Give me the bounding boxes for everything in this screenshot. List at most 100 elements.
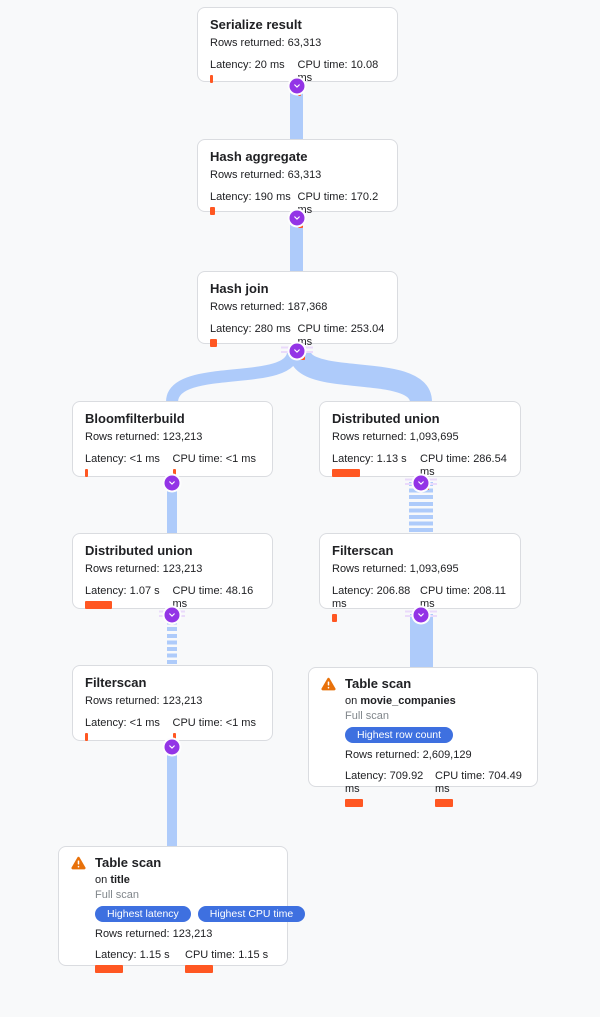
chevron-down-icon [418,613,424,617]
metrics: Latency: 1.07 s CPU time: 48.16 ms [85,585,260,622]
edge-distributed-union-to-filterscan-right [409,482,433,534]
expand-toggle-distributed-union-left[interactable] [164,607,180,623]
cpu-metric: CPU time: <1 ms [172,453,261,477]
metrics: Latency: 1.15 s CPU time: 1.15 s [95,949,275,973]
node-header: Table scan [321,676,525,692]
rows-returned: Rows returned: 123,213 [85,563,203,575]
node-title: Bloomfilterbuild [85,411,185,426]
latency-bar [332,469,360,477]
latency-bar [345,799,363,807]
plan-node-filterscan-right[interactable]: Filterscan Rows returned: 1,093,695 Late… [319,533,521,622]
latency-label: Latency: 1.13 s [332,453,407,465]
rows-returned: Rows returned: 63,313 [210,37,322,49]
cpu-metric: CPU time: 10.08 ms [297,59,386,96]
warning-icon [321,677,336,691]
badge-highest-row-count: Highest row count [345,727,454,743]
chevron-down-icon [294,216,300,220]
cpu-bar [172,469,176,477]
latency-bar [85,469,88,477]
latency-metric: Latency: 1.13 s [332,453,420,490]
metrics: Latency: 20 ms CPU time: 10.08 ms [210,59,385,96]
node-title: Serialize result [210,17,302,32]
latency-bar [85,601,112,609]
badges: Highest row count [345,727,525,743]
cpu-label: CPU time: 48.16 ms [172,585,254,610]
latency-label: Latency: 1.07 s [85,585,160,597]
node-header: Table scan [71,855,275,871]
expand-toggle-filterscan-right[interactable] [413,607,429,623]
expand-toggle-hash-join[interactable] [289,343,305,359]
metrics: Latency: 1.13 s CPU time: 286.54 ms [332,453,508,490]
latency-metric: Latency: 190 ms [210,191,298,228]
cpu-metric: CPU time: 48.16 ms [172,585,261,622]
expand-toggle-bloomfilterbuild[interactable] [164,475,180,491]
chevron-down-icon [418,481,424,485]
chevron-down-icon [294,349,300,353]
badge-highest-latency: Highest latency [95,906,191,922]
cpu-bar [172,733,176,741]
latency-metric: Latency: <1 ms [85,717,173,741]
rows-returned: Rows returned: 123,213 [85,695,203,707]
latency-metric: Latency: 206.88 ms [332,585,420,622]
latency-bar [332,614,337,622]
plan-node-table-scan-title[interactable]: Table scan on title Full scan Highest la… [58,846,306,973]
expand-toggle-serialize-result[interactable] [289,78,305,94]
cpu-bar [435,799,453,807]
metrics: Latency: <1 ms CPU time: <1 ms [85,453,260,477]
latency-metric: Latency: 280 ms [210,323,298,360]
cpu-bar [185,965,213,973]
expand-toggle-filterscan-left[interactable] [164,739,180,755]
edge-distributed-union-to-filterscan-left [167,614,177,666]
plan-node-distributed-union-right[interactable]: Distributed union Rows returned: 1,093,6… [319,401,521,490]
node-title: Hash aggregate [210,149,308,164]
latency-label: Latency: 280 ms [210,323,291,335]
node-title: Distributed union [85,543,193,558]
plan-node-serialize-result[interactable]: Serialize result Rows returned: 63,313 L… [197,7,398,96]
rows-returned: Rows returned: 2,609,129 [345,749,472,761]
rows-returned: Rows returned: 187,368 [210,301,328,313]
cpu-label: CPU time: 286.54 ms [420,453,507,478]
plan-node-bloomfilterbuild[interactable]: Bloomfilterbuild Rows returned: 123,213 … [72,401,273,477]
metrics: Latency: <1 ms CPU time: <1 ms [85,717,260,741]
scan-type: Full scan [95,889,140,901]
plan-node-hash-join[interactable]: Hash join Rows returned: 187,368 Latency… [197,271,398,360]
badges: Highest latency Highest CPU time [95,906,306,922]
plan-node-distributed-union-left[interactable]: Distributed union Rows returned: 123,213… [72,533,273,622]
cpu-label: CPU time: 253.04 ms [297,323,385,348]
expand-toggle-distributed-union-right[interactable] [413,475,429,491]
cpu-label: CPU time: 10.08 ms [297,59,379,84]
plan-node-filterscan-left[interactable]: Filterscan Rows returned: 123,213 Latenc… [72,665,273,741]
rows-returned: Rows returned: 63,313 [210,169,322,181]
cpu-metric: CPU time: 1.15 s [185,949,275,973]
rows-returned: Rows returned: 123,213 [85,431,203,443]
latency-label: Latency: 709.92 ms [345,770,424,795]
badge-highest-cpu-time: Highest CPU time [197,906,306,922]
expand-toggle-hash-aggregate[interactable] [289,210,305,226]
cpu-label: CPU time: <1 ms [172,717,256,729]
latency-bar [210,339,217,347]
rows-returned: Rows returned: 1,093,695 [332,563,459,575]
plan-node-table-scan-movie-companies[interactable]: Table scan on movie_companies Full scan … [308,667,538,807]
latency-bar [95,965,123,973]
latency-bar [210,207,215,215]
cpu-metric: CPU time: 253.04 ms [297,323,386,360]
node-body: on title Full scan Highest latency Highe… [95,873,306,973]
chevron-down-icon [294,84,300,88]
latency-metric: Latency: 709.92 ms [345,770,435,807]
node-title: Hash join [210,281,269,296]
node-title: Table scan [345,676,412,691]
cpu-metric: CPU time: <1 ms [172,717,261,741]
cpu-label: CPU time: 208.11 ms [420,585,507,610]
rows-returned: Rows returned: 1,093,695 [332,431,459,443]
scan-target: on title [95,874,130,886]
cpu-metric: CPU time: 286.54 ms [420,453,508,490]
node-title: Distributed union [332,411,440,426]
plan-node-hash-aggregate[interactable]: Hash aggregate Rows returned: 63,313 Lat… [197,139,398,228]
latency-label: Latency: 190 ms [210,191,291,203]
cpu-metric: CPU time: 704.49 ms [435,770,525,807]
latency-metric: Latency: 1.07 s [85,585,173,622]
warning-icon [71,856,86,870]
latency-label: Latency: <1 ms [85,453,160,465]
chevron-down-icon [169,613,175,617]
scan-type: Full scan [345,710,390,722]
